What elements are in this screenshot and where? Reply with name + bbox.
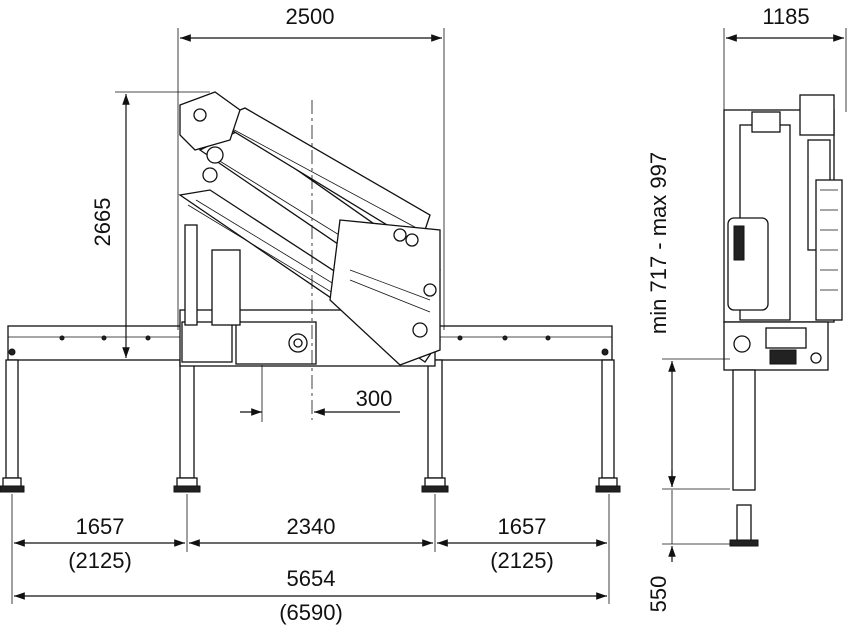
boom-arms	[178, 91, 441, 366]
dim-top-width: 2500	[286, 4, 335, 29]
side-view	[723, 94, 843, 547]
dim-side-height-range: min 717 - max 997	[646, 152, 671, 334]
dim-outrigger-left-ext: (2125)	[68, 548, 132, 573]
stabiliser-legs	[0, 359, 621, 493]
dim-height: 2665	[90, 198, 115, 247]
dim-outrigger-right-ext: (2125)	[490, 548, 554, 573]
dim-outrigger-right: 1657	[498, 514, 547, 539]
leg-left-outer	[0, 359, 25, 493]
leg-right-outer	[595, 359, 621, 493]
dim-total-span-ext: (6590)	[279, 600, 343, 625]
leg-right-inner	[421, 359, 449, 493]
dim-total-span: 5654	[287, 566, 336, 591]
dim-outrigger-left: 1657	[76, 514, 125, 539]
dim-base-span: 2340	[287, 514, 336, 539]
dim-offset: 300	[356, 386, 393, 411]
dim-side-foot: 550	[646, 576, 671, 613]
dim-side-width: 1185	[762, 4, 809, 29]
leg-left-inner	[173, 359, 201, 493]
